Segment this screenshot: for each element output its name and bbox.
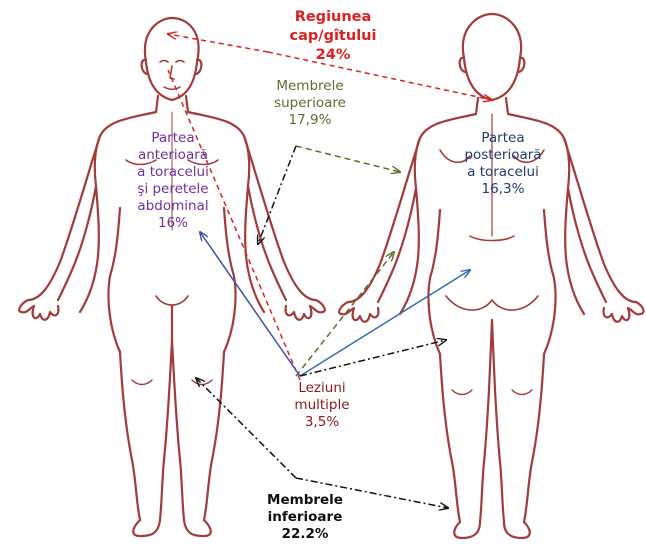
label-back-value: 16,3% [438,181,568,198]
multi-arrow-lower [300,340,446,376]
back-figure [339,14,643,538]
label-back-line1: Partea [438,130,568,147]
label-lower-limbs: Membrele inferioare 22.2% [240,492,370,543]
label-head-line1: Regiunea [268,8,398,27]
back-head [463,14,521,100]
label-multi-line1: Leziuni [272,380,372,397]
label-upper-line1: Membrele [250,78,370,95]
label-front-line3: a toracelui [106,164,240,181]
label-upper-value: 17,9% [250,112,370,129]
label-head-value: 24% [268,46,398,65]
label-head-line2: cap/gîtului [268,27,398,46]
label-front-line4: şi peretele [106,181,240,198]
label-head-neck: Regiunea cap/gîtului 24% [268,8,398,65]
label-multi-line2: multiple [272,397,372,414]
label-upper-line2: superioare [250,95,370,112]
upper-arrow-back [296,146,400,172]
label-multi-value: 3,5% [272,414,372,431]
label-front-torso: Partea anterioară a toracelui şi peretel… [106,130,240,232]
label-front-line2: anterioară [106,147,240,164]
front-arrow [200,232,300,376]
label-back-torso: Partea posterioară a toracelui 16,3% [438,130,568,198]
label-front-value: 16% [106,215,240,232]
label-lower-line2: inferioare [240,509,370,526]
label-front-line1: Partea [106,130,240,147]
front-legs [120,352,140,520]
label-back-line2: posterioară [438,147,568,164]
upper-arrow-front [258,146,296,244]
label-back-line3: a toracelui [438,164,568,181]
head-arrow-front [168,34,268,52]
label-lower-value: 22.2% [240,526,370,543]
label-front-line5: abdominal [106,198,240,215]
label-lower-line1: Membrele [240,492,370,509]
label-upper-limbs: Membrele superioare 17,9% [250,78,370,129]
back-legs [440,354,460,522]
label-multiple-injuries: Leziuni multiple 3,5% [272,380,372,431]
front-head [145,18,199,100]
